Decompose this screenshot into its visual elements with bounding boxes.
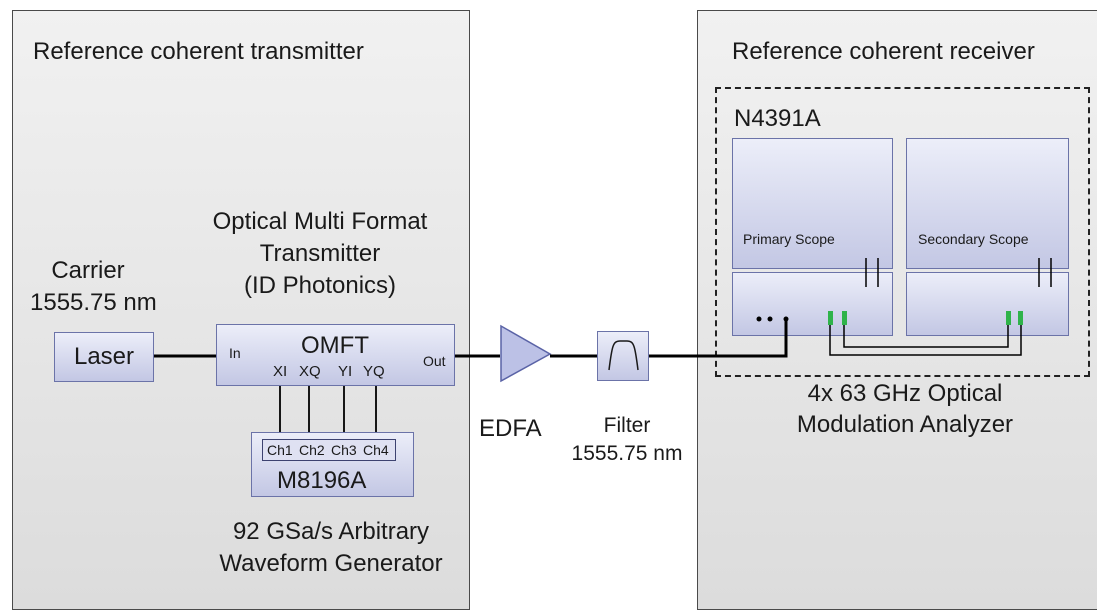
edfa-label: EDFA	[479, 415, 542, 442]
awg-box: Ch1 Ch2 Ch3 Ch4 M8196A	[251, 432, 414, 497]
port-dot-3	[783, 316, 789, 322]
transmitter-title: Reference coherent transmitter	[33, 38, 364, 65]
omft-port-yq: YQ	[363, 363, 385, 380]
port-dot-2	[767, 316, 773, 322]
transmitter-panel	[12, 10, 470, 610]
receiver-caption-line1: 4x 63 GHz Optical	[807, 380, 1003, 407]
port-dot-1	[756, 316, 762, 322]
omft-port-xq: XQ	[299, 363, 321, 380]
scope-link-inner	[843, 325, 1009, 348]
omft-title-line3: (ID Photonics)	[243, 272, 397, 299]
laser-box: Laser	[54, 332, 154, 382]
receiver-title: Reference coherent receiver	[732, 38, 1035, 65]
filter-to-receiver-fiber	[649, 319, 788, 358]
secondary-scope-bottom	[906, 272, 1069, 336]
awg-caption-line1: 92 GSa/s Arbitrary	[232, 518, 430, 545]
laser-label: Laser	[73, 343, 135, 370]
awg-label: M8196A	[277, 467, 367, 494]
filter-box	[597, 331, 649, 381]
n4391a-boundary	[715, 87, 1090, 377]
filter-wavelength: 1555.75 nm	[571, 442, 683, 465]
secondary-green-connector-1	[1006, 311, 1011, 325]
filter-passband-icon	[608, 340, 639, 371]
omft-title: Optical Multi Format Transmitter (ID Pho…	[190, 208, 450, 304]
filter-label: Filter 1555.75 nm	[552, 414, 702, 466]
awg-ch2: Ch2	[299, 442, 325, 458]
omft-label: OMFT	[301, 332, 369, 359]
omft-in-port: In	[229, 345, 241, 361]
omft-port-yi: YI	[338, 363, 353, 380]
filter-label-line1: Filter	[603, 414, 651, 437]
awg-caption: 92 GSa/s Arbitrary Waveform Generator	[196, 518, 466, 578]
connection-layer	[154, 258, 1052, 432]
omft-title-line2: Transmitter	[259, 240, 381, 267]
carrier-wavelength: 1555.75 nm	[30, 289, 157, 316]
secondary-scope-label: Secondary Scope	[918, 231, 1029, 247]
awg-ch1: Ch1	[267, 442, 293, 458]
n4391a-label: N4391A	[734, 105, 821, 132]
edfa-amplifier-symbol	[500, 324, 552, 383]
omft-port-xi: XI	[273, 363, 288, 380]
primary-green-connector-2	[842, 311, 847, 325]
primary-scope-label: Primary Scope	[743, 231, 835, 247]
secondary-green-connector-2	[1018, 311, 1023, 325]
omft-box: In Out OMFT XI XQ YI YQ	[216, 324, 455, 386]
awg-ch4: Ch4	[363, 442, 389, 458]
receiver-caption: 4x 63 GHz Optical Modulation Analyzer	[760, 380, 1050, 439]
omft-out-port: Out	[423, 353, 446, 369]
secondary-scope-top: Secondary Scope	[906, 138, 1069, 269]
scope-link-outer	[829, 325, 1022, 356]
awg-ch3: Ch3	[331, 442, 357, 458]
carrier-label: Carrier	[28, 257, 148, 285]
primary-green-connector-1	[828, 311, 833, 325]
receiver-caption-line2: Modulation Analyzer	[796, 411, 1014, 438]
primary-scope-top: Primary Scope	[732, 138, 893, 269]
omft-title-line1: Optical Multi Format	[212, 208, 428, 235]
carrier-label-line1: Carrier	[51, 257, 125, 284]
awg-channel-strip: Ch1 Ch2 Ch3 Ch4	[262, 439, 396, 461]
awg-caption-line2: Waveform Generator	[219, 550, 443, 577]
